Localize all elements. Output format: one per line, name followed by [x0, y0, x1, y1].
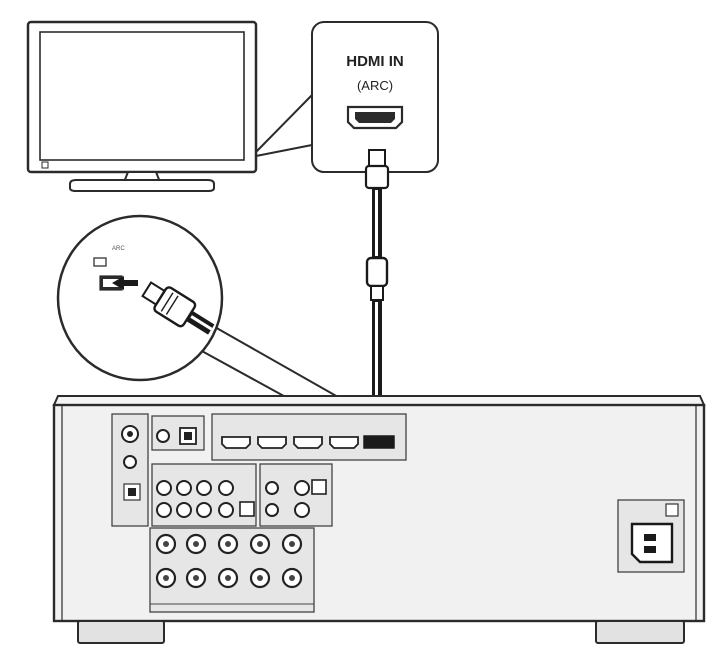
inset-arc-mark: ARC	[112, 246, 125, 252]
receiver-foot-left	[77, 620, 165, 644]
ac-power-socket	[630, 522, 674, 564]
inset-port-symbol	[93, 257, 107, 267]
inset-circle	[56, 214, 224, 382]
cable-top-plug-body	[364, 164, 390, 190]
tv-stand-base	[69, 179, 215, 192]
rca-jacks-row-1	[156, 480, 234, 518]
television	[26, 20, 258, 192]
hdmi-input-ports	[221, 436, 359, 449]
hdmi-arc-output-port	[363, 435, 395, 449]
cable-ferrite-core	[365, 256, 389, 288]
tv-power-led	[41, 161, 49, 169]
tv-callout-leader-lines	[255, 94, 313, 157]
receiver-foot-right	[595, 620, 685, 644]
callout-title: HDMI IN	[346, 53, 404, 70]
hdmi-cable	[364, 149, 390, 434]
insertion-arrow-icon	[112, 276, 138, 290]
inset-hdmi-plug	[141, 281, 215, 335]
tv-screen	[39, 31, 245, 161]
callout-subtitle: (ARC)	[357, 78, 393, 93]
receiver-top-lid	[52, 395, 706, 406]
av-receiver-rear	[52, 395, 706, 644]
hdmi-arc-callout: HDMI IN (ARC)	[311, 21, 439, 173]
